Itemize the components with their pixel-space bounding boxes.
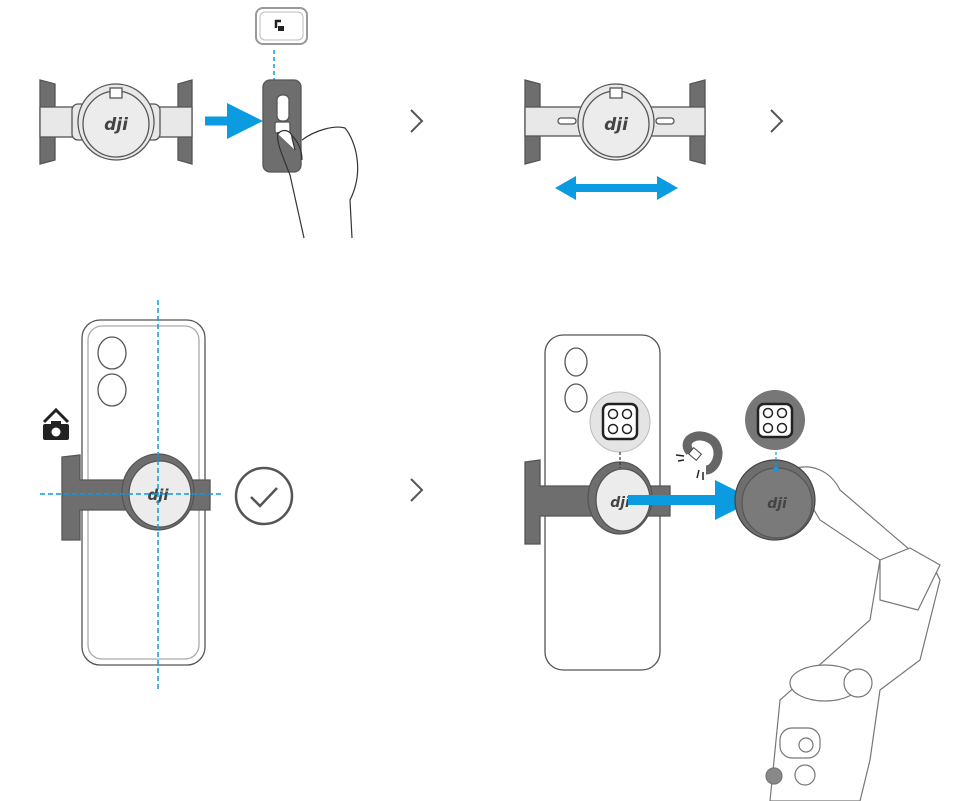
magnet-icon [675,431,723,480]
phone-clamp-front: dji [39,79,193,165]
home-camera-icon [42,407,70,440]
dji-logo: dji [104,115,129,135]
dji-logo: dji [610,495,630,511]
gimbal-contacts-callout [745,390,805,472]
check-circle-icon [234,466,294,526]
chevron-right-icon [770,109,784,133]
dji-logo: dji [767,496,787,512]
phone-with-centered-clamp: dji [40,300,222,690]
dji-logo: dji [604,115,629,135]
chevron-right-icon [410,478,424,502]
clamp-side-with-hand [262,79,359,239]
magnet-contacts-callout [589,391,651,468]
extend-arrow-icon [555,176,678,200]
chevron-right-icon [410,109,424,133]
gimbal: dji [734,459,941,801]
unlock-icon [274,19,281,28]
phone-clamp-extended: dji [524,79,706,165]
